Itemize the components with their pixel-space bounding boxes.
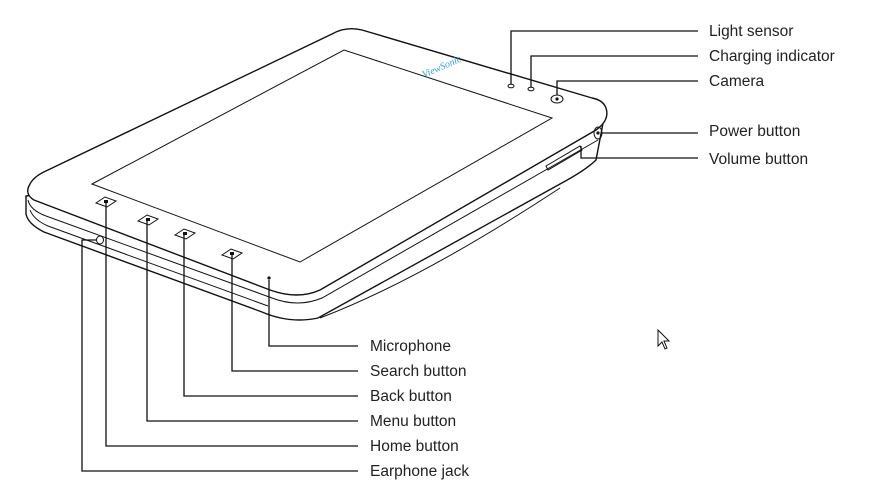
tablet-lower-bevel	[29, 209, 269, 307]
tablet-top-face	[27, 27, 608, 296]
earphone-jack-leader	[81, 239, 358, 472]
earphone-jack-hole	[96, 235, 104, 245]
home-button-leader	[105, 202, 358, 447]
back-button-leader	[183, 234, 358, 397]
tablet-side-curve	[319, 187, 561, 319]
tablet-screen	[90, 49, 554, 263]
mouse-cursor-icon	[657, 328, 671, 350]
tablet-bevel	[27, 139, 599, 304]
leader-lines-top	[510, 30, 698, 159]
search-button-label: Search button	[370, 363, 467, 380]
microphone-leader	[268, 280, 358, 347]
tablet-body	[25, 27, 608, 321]
home-button-label: Home button	[370, 438, 459, 455]
menu-button-leader	[146, 220, 358, 422]
charging-indicator-dot	[527, 86, 535, 92]
search-button-leader	[231, 254, 358, 372]
volume-button-label: Volume button	[709, 151, 808, 168]
power-button-label: Power button	[709, 123, 800, 140]
leader-lines-bottom	[81, 202, 358, 472]
camera-leader	[556, 80, 698, 95]
volume-slot	[545, 145, 583, 171]
microphone-hole	[267, 276, 271, 280]
microphone-label: Microphone	[370, 338, 451, 355]
front-buttons	[94, 196, 271, 280]
back-button-shape	[173, 228, 197, 240]
menu-button-label: Menu button	[370, 413, 456, 430]
light-sensor-leader	[510, 30, 698, 84]
camera-label: Camera	[709, 73, 765, 90]
light-sensor-dot	[507, 83, 515, 89]
volume-button-leader	[580, 146, 698, 159]
light-sensor-label: Light sensor	[709, 23, 793, 40]
charging-indicator-leader	[530, 55, 698, 87]
home-button-shape	[94, 196, 118, 208]
earphone-jack-label: Earphone jack	[370, 463, 469, 480]
search-button-shape	[220, 248, 244, 260]
back-button-label: Back button	[370, 388, 452, 405]
menu-button-shape	[136, 214, 160, 226]
charging-indicator-label: Charging indicator	[709, 48, 835, 65]
